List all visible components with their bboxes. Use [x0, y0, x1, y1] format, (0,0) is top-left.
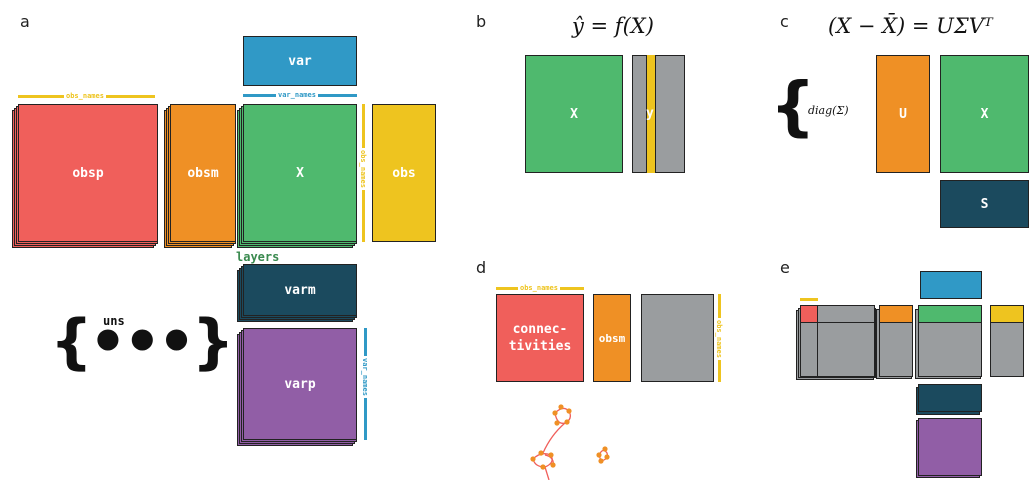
var-box: var: [243, 36, 357, 86]
neighbor-graph: [530, 404, 610, 480]
formula-b: ŷ = f(X): [572, 14, 654, 38]
y-column-bg: [632, 55, 685, 173]
var-names-vertical-label: var_names: [360, 356, 369, 398]
obs-names-label: obs_names: [64, 92, 106, 101]
panel-a-letter: a: [20, 12, 30, 31]
obs-names-vertical-label: obs_names: [714, 318, 723, 360]
obs-names-label: obs_names: [518, 284, 560, 293]
x-selected-row: [918, 305, 982, 323]
obsp-selected-cell: [800, 305, 818, 323]
obs-selected-cell: [990, 305, 1024, 323]
obs-names-bar: [800, 298, 818, 301]
diag-sigma-label: diag(Σ): [808, 104, 849, 117]
panel-c-letter: c: [780, 12, 789, 31]
obsp-row-line: [800, 322, 875, 323]
u-matrix-box: U: [876, 55, 930, 173]
panel-d-letter: d: [476, 258, 487, 277]
y-label: y: [646, 106, 654, 121]
varm-box: varm: [243, 264, 357, 316]
panel-b-letter: b: [476, 12, 487, 31]
connectivities-box: connec- tivities: [496, 294, 584, 382]
obsp-box: obsp: [18, 104, 158, 242]
s-matrix-box: S: [940, 180, 1029, 228]
varm-box: [918, 384, 982, 412]
x-matrix-box: X: [940, 55, 1029, 173]
obsm-box: obsm: [170, 104, 236, 242]
varp-box: varp: [243, 328, 357, 440]
var-names-label: var_names: [276, 91, 318, 100]
obs-names-vertical-label: obs_names: [358, 148, 367, 190]
obsm-box: obsm: [593, 294, 631, 382]
diag-brace: {: [770, 70, 816, 144]
obs-box: obs: [372, 104, 436, 242]
formula-c: (X − X̄) = UΣVᵀ: [828, 14, 993, 38]
y-vector-highlight: [646, 55, 656, 173]
connectivities-label: connec- tivities: [508, 322, 572, 354]
varp-box: [918, 418, 982, 476]
obsm-selected-cell: [879, 305, 913, 323]
layers-label: layers: [236, 250, 280, 264]
x-matrix-box: X: [243, 104, 357, 242]
panel-e-letter: e: [780, 258, 790, 277]
obsp-col-line: [817, 305, 818, 377]
x-matrix-box: X: [525, 55, 623, 173]
uns-brace-glyph: {•••}: [50, 307, 234, 377]
uns-label: uns: [103, 314, 125, 328]
var-box: [920, 271, 982, 299]
gray-matrix-box: [641, 294, 714, 382]
